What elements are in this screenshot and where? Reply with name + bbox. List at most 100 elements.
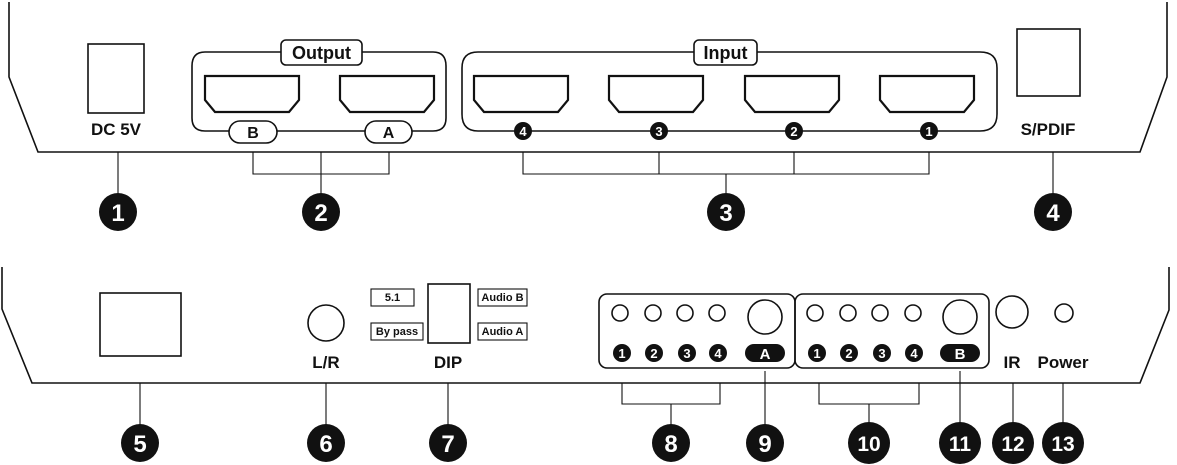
callout-10: 10	[848, 422, 890, 464]
top-leader-lines	[117, 152, 1054, 193]
output-group: Output B A	[191, 39, 447, 144]
input-label: Input	[704, 43, 748, 63]
power-label: Power	[1037, 353, 1088, 372]
lr-label: L/R	[312, 353, 339, 372]
svg-text:3: 3	[719, 200, 732, 227]
hdmi-input-1-port	[878, 74, 976, 114]
dip-5-1-label: 5.1	[385, 292, 400, 304]
power-led	[1054, 303, 1074, 323]
bottom-leader-lines	[139, 371, 1064, 425]
front-panel: L/R 5.1 By pass Audio B Audio A DIP 1 2 …	[1, 267, 1170, 384]
dip-label: DIP	[434, 353, 462, 372]
input-group: Input 4 3 2 1	[461, 39, 998, 140]
hdmi-input-4-port	[472, 74, 570, 114]
svg-text:2: 2	[650, 346, 657, 361]
callout-12: 12	[992, 422, 1034, 464]
svg-text:9: 9	[758, 431, 771, 458]
callout-2: 2	[302, 193, 340, 231]
led-a-3-badge: 3	[678, 344, 696, 362]
led-b-2-badge: 2	[840, 344, 858, 362]
ir-window	[99, 292, 182, 357]
callout-13: 13	[1042, 422, 1084, 464]
input-2-badge: 2	[785, 122, 803, 140]
svg-text:4: 4	[1046, 200, 1060, 227]
callout-1: 1	[99, 193, 137, 231]
callout-9: 9	[746, 424, 784, 462]
callout-4: 4	[1034, 193, 1072, 231]
svg-text:1: 1	[925, 124, 932, 139]
ir-sensor	[995, 295, 1029, 329]
lr-audio-jack	[307, 304, 345, 342]
callout-11: 11	[939, 422, 981, 464]
ir-label: IR	[1004, 353, 1021, 372]
led-a-3	[676, 304, 694, 322]
output-a-label: A	[383, 125, 395, 142]
button-a-badge	[745, 344, 785, 362]
input-3-badge: 3	[650, 122, 668, 140]
front-panel-outline	[1, 267, 1170, 384]
button-a-label: A	[760, 346, 771, 363]
svg-text:4: 4	[519, 124, 527, 139]
svg-text:2: 2	[845, 346, 852, 361]
dip-audio-b-label: Audio B	[481, 292, 523, 304]
spdif-port	[1016, 28, 1081, 97]
dc-label: DC 5V	[91, 120, 142, 139]
svg-text:7: 7	[441, 431, 454, 458]
dip-switch: 5.1 By pass Audio B Audio A DIP	[370, 283, 528, 372]
led-b-1-badge: 1	[808, 344, 826, 362]
callout-7: 7	[429, 424, 467, 462]
led-b-1	[806, 304, 824, 322]
dip-bypass-label: By pass	[376, 326, 418, 338]
callout-5: 5	[121, 424, 159, 462]
svg-text:5: 5	[133, 431, 146, 458]
led-a-1-badge: 1	[613, 344, 631, 362]
svg-text:8: 8	[664, 431, 677, 458]
led-a-2	[644, 304, 662, 322]
led-b-2	[839, 304, 857, 322]
led-b-3	[871, 304, 889, 322]
svg-text:3: 3	[878, 346, 885, 361]
button-b-badge	[940, 344, 980, 362]
svg-text:2: 2	[314, 200, 327, 227]
group-a: 1 2 3 4 A	[598, 293, 796, 369]
led-b-3-badge: 3	[873, 344, 891, 362]
spdif-label: S/PDIF	[1021, 120, 1076, 139]
led-b-4	[904, 304, 922, 322]
svg-text:12: 12	[1001, 433, 1024, 456]
svg-text:4: 4	[910, 346, 918, 361]
group-b: 1 2 3 4 B	[794, 293, 990, 369]
hdmi-output-a-port	[338, 74, 436, 114]
dip-switch-body	[427, 283, 471, 344]
svg-text:13: 13	[1051, 433, 1074, 456]
button-b-label: B	[955, 346, 966, 363]
back-panel-outline	[8, 2, 1168, 153]
svg-text:1: 1	[111, 200, 124, 227]
svg-text:6: 6	[319, 431, 332, 458]
input-4-badge: 4	[514, 122, 532, 140]
hdmi-output-b-port	[203, 74, 301, 114]
button-b[interactable]	[942, 299, 978, 335]
svg-text:2: 2	[790, 124, 797, 139]
dip-audio-a-label: Audio A	[482, 326, 524, 338]
callout-8: 8	[652, 424, 690, 462]
svg-text:11: 11	[949, 433, 972, 456]
svg-text:3: 3	[683, 346, 690, 361]
svg-text:3: 3	[655, 124, 662, 139]
led-a-4-badge: 4	[709, 344, 727, 362]
led-a-1	[611, 304, 629, 322]
led-b-4-badge: 4	[905, 344, 923, 362]
svg-text:10: 10	[857, 433, 880, 456]
output-label: Output	[292, 43, 351, 63]
input-1-badge: 1	[920, 122, 938, 140]
callout-6: 6	[307, 424, 345, 462]
callout-3: 3	[707, 193, 745, 231]
svg-text:1: 1	[618, 346, 625, 361]
hdmi-input-3-port	[607, 74, 705, 114]
svg-text:4: 4	[714, 346, 722, 361]
output-b-label: B	[247, 125, 259, 142]
hdmi-input-2-port	[743, 74, 841, 114]
button-a[interactable]	[747, 299, 783, 335]
led-a-4	[708, 304, 726, 322]
led-a-2-badge: 2	[645, 344, 663, 362]
